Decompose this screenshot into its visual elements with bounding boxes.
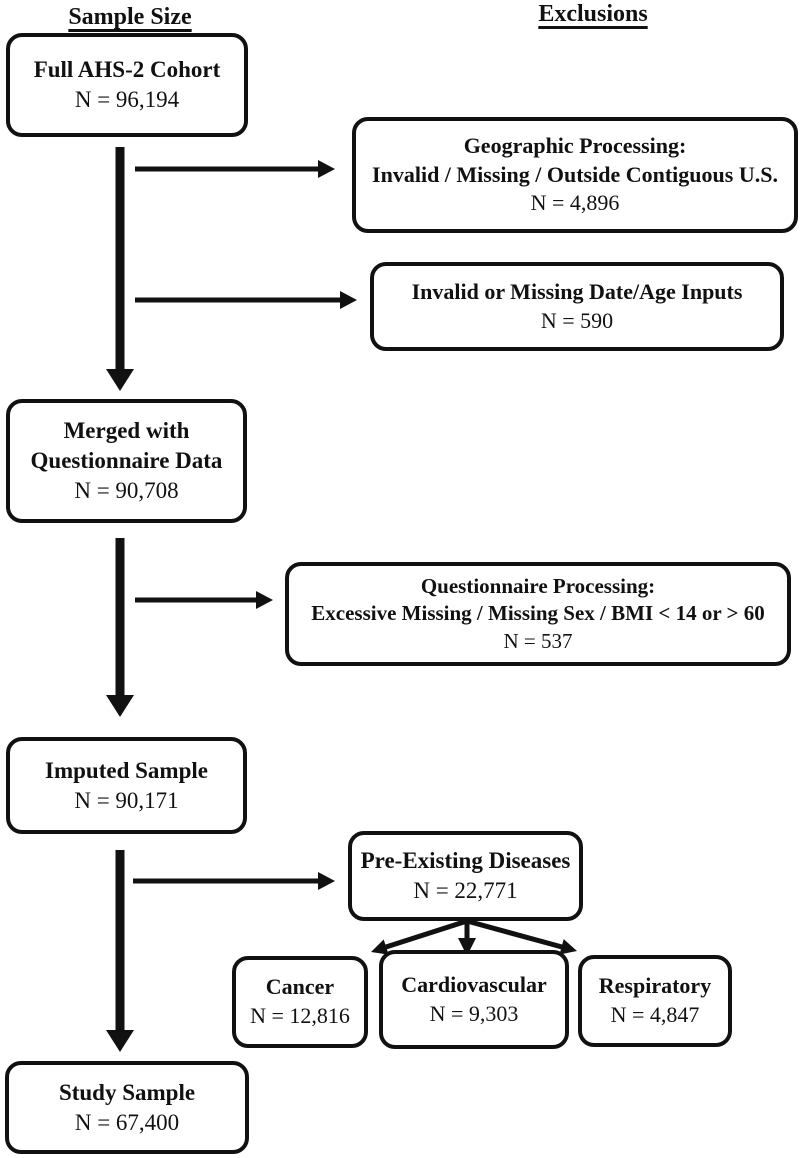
box-questionnaire-exclusion: Questionnaire Processing: Excessive Miss… xyxy=(285,562,791,666)
arrow-to-geographic xyxy=(135,160,335,178)
box-cancer: Cancer N = 12,816 xyxy=(232,956,368,1048)
box-n-value: N = 537 xyxy=(503,628,573,653)
box-title: Cardiovascular xyxy=(401,971,547,997)
box-title: Pre-Existing Diseases xyxy=(360,848,571,874)
column-header-sample-size: Sample Size xyxy=(68,4,192,30)
box-cardiovascular: Cardiovascular N = 9,303 xyxy=(379,950,569,1049)
box-n-value: N = 90,708 xyxy=(74,477,179,503)
arrow-to-questionnaire xyxy=(135,591,273,609)
box-n-value: N = 96,194 xyxy=(74,87,180,112)
column-header-exclusions: Exclusions xyxy=(538,1,648,27)
box-date-age-exclusion: Invalid or Missing Date/Age Inputs N = 5… xyxy=(370,262,784,351)
box-n-value: N = 22,771 xyxy=(413,878,518,903)
box-n-value: N = 4,896 xyxy=(530,190,620,216)
box-imputed: Imputed Sample N = 90,171 xyxy=(6,737,247,834)
box-title: Excessive Missing / Missing Sex / BMI < … xyxy=(311,601,765,626)
box-title: Study Sample xyxy=(58,1079,196,1105)
box-n-value: N = 9,303 xyxy=(429,1000,519,1026)
arrow-imputed-to-study xyxy=(106,850,134,1052)
box-preexisting-diseases: Pre-Existing Diseases N = 22,771 xyxy=(348,831,583,921)
box-n-value: N = 67,400 xyxy=(74,1109,180,1135)
box-full-cohort: Full AHS-2 Cohort N = 96,194 xyxy=(6,33,248,137)
box-title: Questionnaire Processing: xyxy=(420,574,656,599)
box-n-value: N = 4,847 xyxy=(610,1002,700,1027)
box-n-value: N = 90,171 xyxy=(74,787,179,813)
arrow-to-preexisting xyxy=(133,872,335,890)
arrow-preexisting-to-respiratory xyxy=(466,918,577,955)
arrow-to-date-age xyxy=(135,291,357,309)
box-geographic-exclusion: Geographic Processing: Invalid / Missing… xyxy=(352,117,798,233)
box-title: Cancer xyxy=(265,974,335,1000)
box-title: Questionnaire Data xyxy=(30,448,223,474)
box-n-value: N = 590 xyxy=(540,307,614,333)
arrow-cohort-to-merged xyxy=(106,147,134,391)
arrow-merged-to-imputed xyxy=(106,538,134,717)
box-n-value: N = 12,816 xyxy=(250,1003,350,1028)
arrow-preexisting-to-cancer xyxy=(371,918,468,955)
box-title: Imputed Sample xyxy=(45,757,208,783)
box-merged: Merged with Questionnaire Data N = 90,70… xyxy=(6,399,247,523)
box-title: Merged with xyxy=(63,418,190,444)
box-study-sample: Study Sample N = 67,400 xyxy=(5,1061,249,1154)
box-title: Geographic Processing: xyxy=(463,133,687,159)
box-title: Respiratory xyxy=(598,973,712,999)
box-respiratory: Respiratory N = 4,847 xyxy=(578,955,732,1047)
box-title: Invalid or Missing Date/Age Inputs xyxy=(411,278,743,304)
box-title: Invalid / Missing / Outside Contiguous U… xyxy=(372,161,778,187)
box-title: Full AHS-2 Cohort xyxy=(33,57,221,83)
